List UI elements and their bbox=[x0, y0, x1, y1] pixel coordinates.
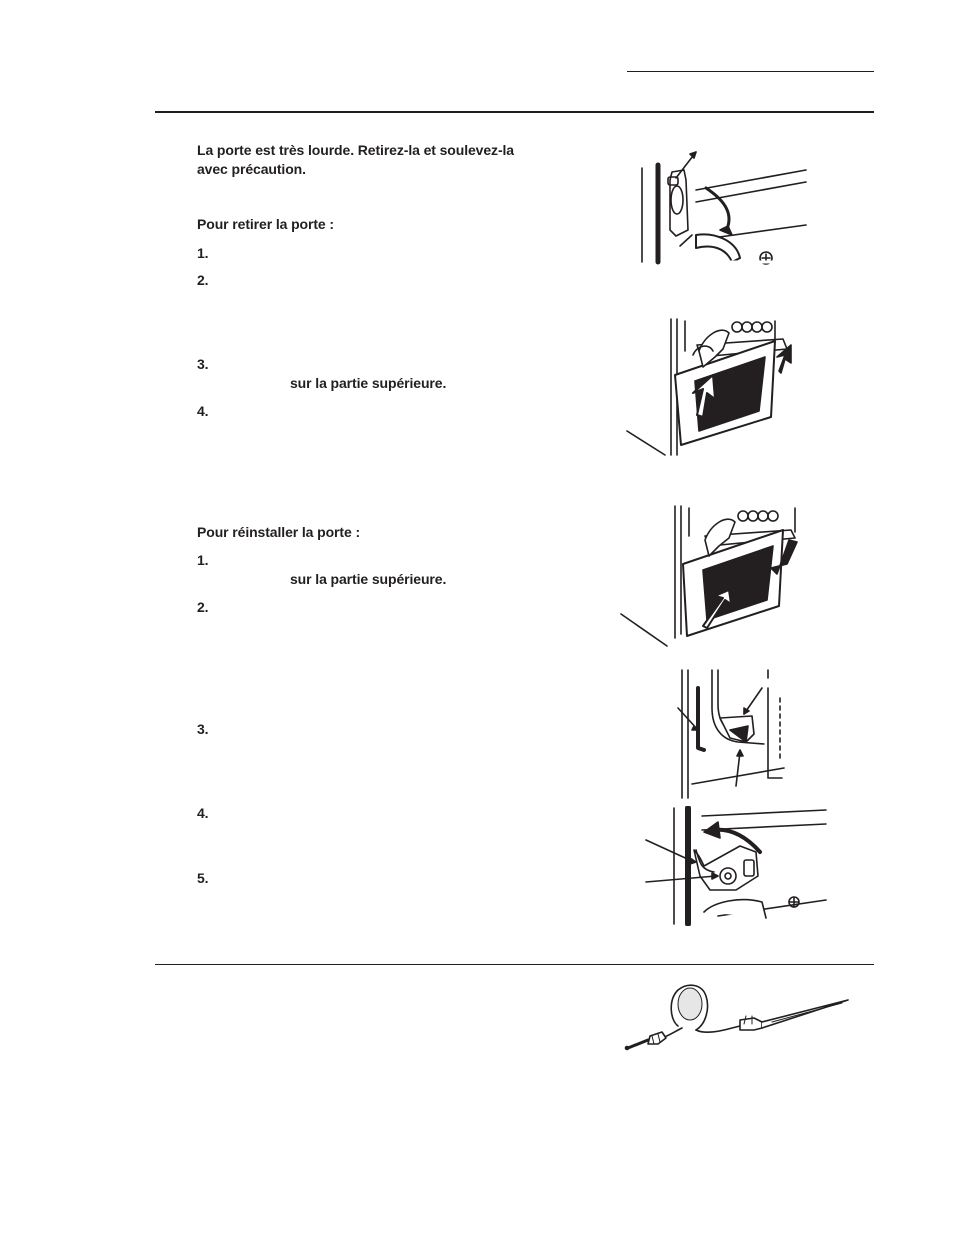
temperature-probe-illustration bbox=[622, 980, 854, 1055]
remove-step-2-number: 2. bbox=[197, 272, 209, 288]
reinstall-heading: Pour réinstaller la porte : bbox=[197, 524, 361, 540]
warning-line-1: La porte est très lourde. Retirez-la et … bbox=[197, 142, 514, 158]
remove-step-3-text: sur la partie supérieure. bbox=[290, 375, 447, 391]
door-removal-illustration bbox=[625, 315, 810, 460]
remove-step-3-number: 3. bbox=[197, 356, 209, 372]
reinstall-step-3-number: 3. bbox=[197, 721, 209, 737]
remove-heading: Pour retirer la porte : bbox=[197, 216, 334, 232]
reinstall-step-1-text: sur la partie supérieure. bbox=[290, 571, 447, 587]
reinstall-step-4-number: 4. bbox=[197, 805, 209, 821]
door-reinstall-illustration bbox=[619, 502, 807, 650]
remove-step-4-number: 4. bbox=[197, 403, 209, 419]
warning-line-2: avec précaution. bbox=[197, 161, 306, 177]
header-rule bbox=[155, 111, 874, 113]
reinstall-step-2-number: 2. bbox=[197, 599, 209, 615]
reinstall-step-1-number: 1. bbox=[197, 552, 209, 568]
hinge-relock-illustration bbox=[644, 806, 829, 926]
section-divider bbox=[155, 964, 874, 965]
remove-step-1-number: 1. bbox=[197, 245, 209, 261]
hinge-slot-illustration bbox=[672, 668, 787, 800]
reinstall-step-5-number: 5. bbox=[197, 870, 209, 886]
header-short-rule bbox=[627, 71, 874, 72]
hinge-lock-illustration bbox=[636, 140, 816, 265]
